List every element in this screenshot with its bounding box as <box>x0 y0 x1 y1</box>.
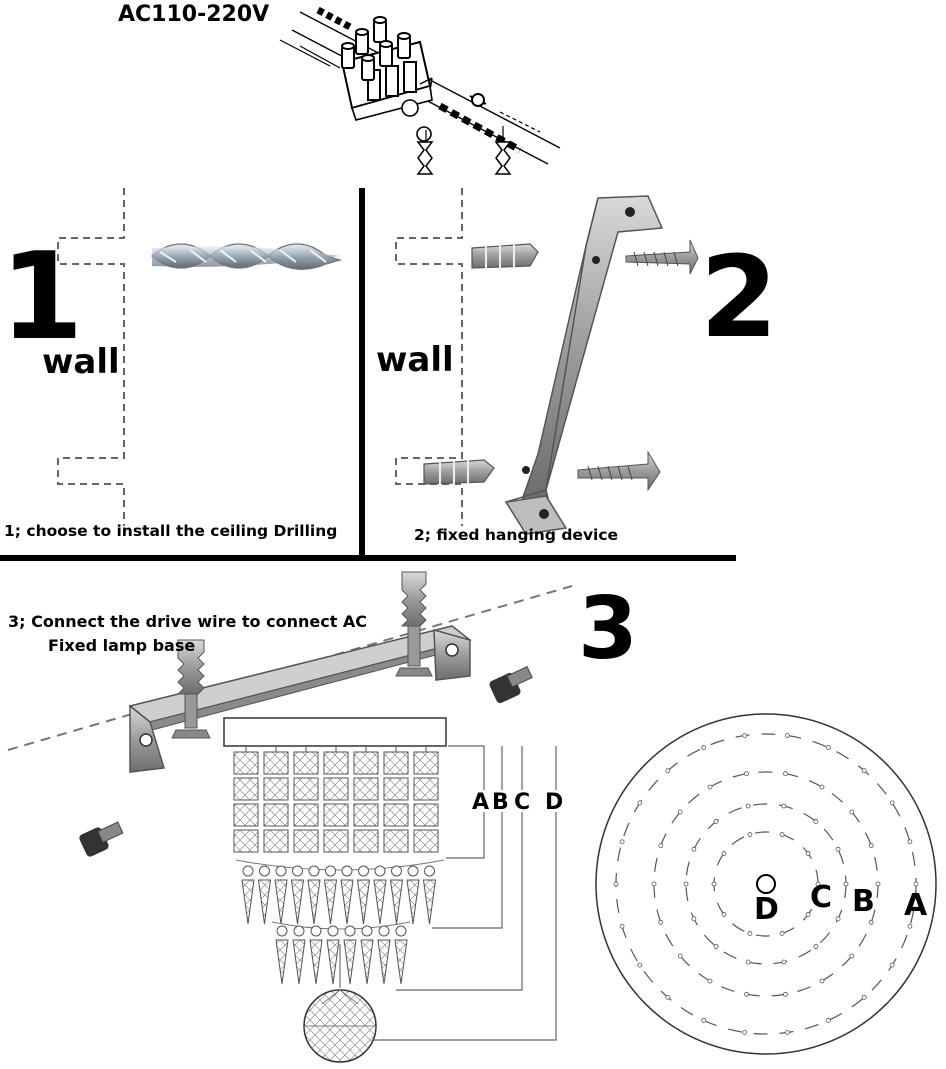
top-view-label-a: A <box>904 888 928 923</box>
voltage-label: AC110-220V <box>118 2 270 27</box>
step-3-caption-line-2: Fixed lamp base <box>48 636 196 655</box>
anchor-bolt-icon <box>171 639 211 739</box>
step-number-1: 1 <box>0 228 84 367</box>
tier-leader-lines <box>372 745 558 1041</box>
screw-icon <box>577 450 661 492</box>
mounting-plate-illustration <box>128 625 472 773</box>
panel-1-wall-outline <box>57 188 125 526</box>
wall-plug-icon <box>423 459 495 486</box>
step-3-caption-line-1: 3; Connect the drive wire to connect AC <box>8 612 368 631</box>
step-number-3: 3 <box>578 579 638 679</box>
step-1-caption: 1; choose to install the ceiling Drillin… <box>4 522 338 540</box>
step-number-2: 2 <box>700 233 778 363</box>
wall-label-step-2: wall <box>376 340 454 380</box>
screw-icon <box>625 239 699 275</box>
tier-label-d: D <box>545 790 564 815</box>
bolt-icon <box>489 666 533 704</box>
terminal-block-illustration <box>279 6 561 175</box>
top-view-label-d: D <box>754 892 779 927</box>
panel-dividers <box>0 188 736 561</box>
drill-bit-icon <box>151 243 343 270</box>
top-view-label-b: B <box>852 884 875 919</box>
hanging-bracket-illustration <box>504 195 664 535</box>
tier-label-b: B <box>492 790 509 815</box>
wall-plug-icon <box>471 242 539 270</box>
tier-label-a: A <box>472 790 490 815</box>
wall-label-step-1: wall <box>42 342 120 382</box>
step-2-caption: 2; fixed hanging device <box>414 526 619 544</box>
chandelier-side-view <box>223 717 447 1063</box>
tier-label-c: C <box>514 790 531 815</box>
chandelier-top-view <box>595 713 937 1055</box>
top-view-label-c: C <box>810 880 833 915</box>
anchor-bolt-icon <box>395 571 433 677</box>
bolt-icon <box>79 821 124 857</box>
panel-2-wall-outline <box>395 188 463 526</box>
